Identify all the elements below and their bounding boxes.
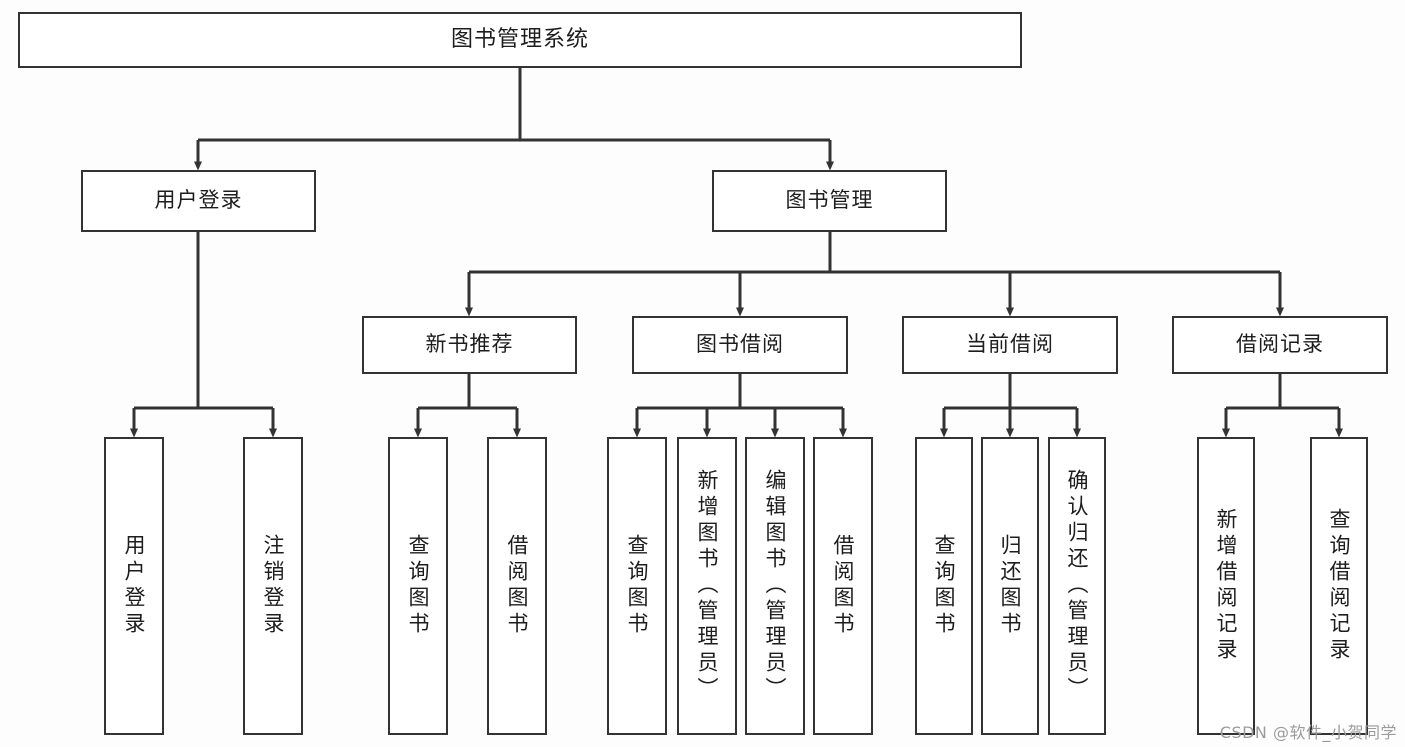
node-label: 新增图书（管理员） xyxy=(695,469,720,703)
node-label: 新书推荐 xyxy=(425,332,514,357)
node-label: 查询图书 xyxy=(932,534,957,638)
leaf-borrow-book[interactable]: 借阅图书 xyxy=(813,437,873,735)
node-user-login[interactable]: 用户登录 xyxy=(81,170,316,232)
leaf-edit-book-admin[interactable]: 编辑图书（管理员） xyxy=(745,437,805,735)
leaf-query-book-borrowing[interactable]: 查询图书 xyxy=(607,437,667,735)
leaf-user-login[interactable]: 用户登录 xyxy=(104,437,164,735)
node-label: 当前借阅 xyxy=(966,332,1054,357)
leaf-logout[interactable]: 注销登录 xyxy=(243,437,303,735)
node-new-book-recommendation[interactable]: 新书推荐 xyxy=(362,316,577,374)
leaf-borrow-book-recommendation[interactable]: 借阅图书 xyxy=(487,437,547,735)
node-label: 借阅图书 xyxy=(831,534,856,638)
node-label: 新增借阅记录 xyxy=(1214,508,1239,664)
node-label: 用户登录 xyxy=(154,188,243,213)
node-label: 图书借阅 xyxy=(696,332,784,357)
leaf-add-book-admin[interactable]: 新增图书（管理员） xyxy=(677,437,737,735)
node-label: 归还图书 xyxy=(998,534,1023,638)
node-label: 用户登录 xyxy=(122,534,147,638)
leaf-query-book-recommendation[interactable]: 查询图书 xyxy=(388,437,448,735)
leaf-query-borrowing-record[interactable]: 查询借阅记录 xyxy=(1310,437,1368,735)
node-book-borrowing[interactable]: 图书借阅 xyxy=(632,316,848,374)
node-label: 查询图书 xyxy=(406,534,431,638)
node-label: 借阅记录 xyxy=(1236,332,1324,357)
node-label: 注销登录 xyxy=(261,534,286,638)
node-label: 借阅图书 xyxy=(505,534,530,638)
node-root-system[interactable]: 图书管理系统 xyxy=(18,12,1022,68)
leaf-query-book-current[interactable]: 查询图书 xyxy=(915,437,973,735)
node-label: 确认归还（管理员） xyxy=(1065,469,1090,703)
leaf-confirm-return-admin[interactable]: 确认归还（管理员） xyxy=(1048,437,1106,735)
node-label: 查询借阅记录 xyxy=(1327,508,1352,664)
leaf-return-book[interactable]: 归还图书 xyxy=(981,437,1039,735)
node-label: 图书管理 xyxy=(785,188,874,213)
node-label: 编辑图书（管理员） xyxy=(763,469,788,703)
node-borrowing-record[interactable]: 借阅记录 xyxy=(1172,316,1388,374)
node-label: 查询图书 xyxy=(625,534,650,638)
node-book-management[interactable]: 图书管理 xyxy=(712,170,947,232)
node-current-borrowing[interactable]: 当前借阅 xyxy=(902,316,1118,374)
leaf-add-borrowing-record[interactable]: 新增借阅记录 xyxy=(1197,437,1255,735)
node-label: 图书管理系统 xyxy=(450,26,589,52)
